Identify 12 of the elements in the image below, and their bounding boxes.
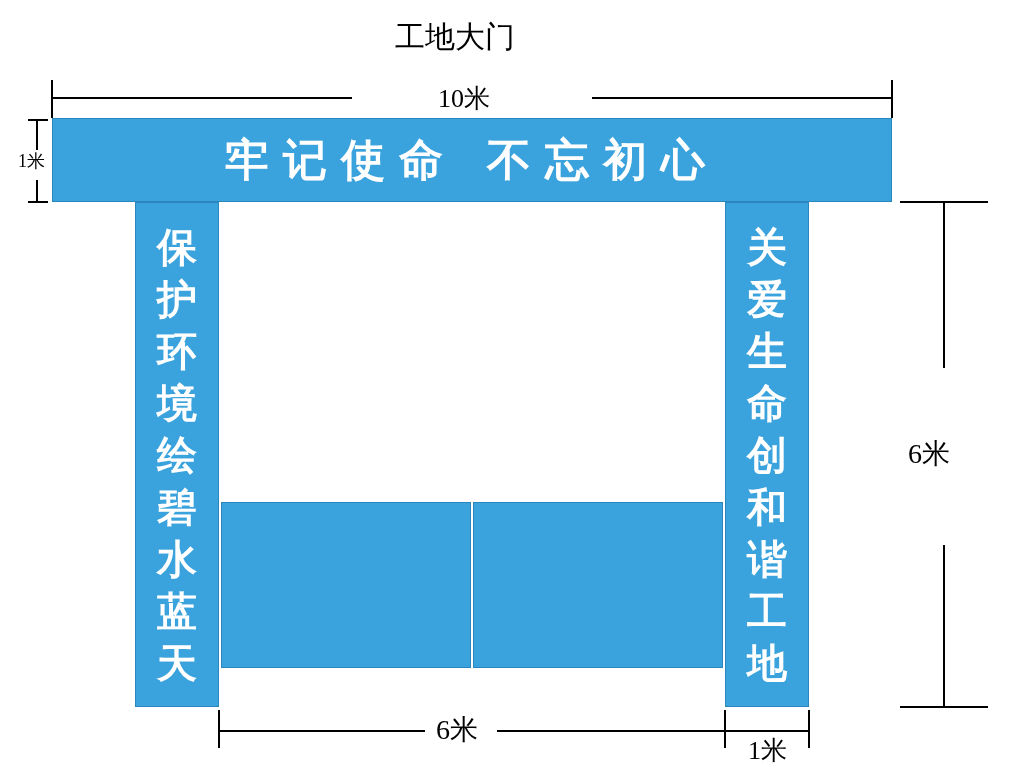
dimension-label: 1米 — [748, 738, 787, 764]
sign-panel — [725, 202, 809, 707]
diagram-title: 工地大门 — [395, 22, 515, 52]
slogan-text: 保护环境绘碧水蓝天 — [155, 222, 198, 688]
blank-panel — [221, 502, 471, 668]
blank-panel — [473, 502, 723, 668]
dimension-label: 6米 — [436, 716, 478, 744]
sign-panel — [52, 118, 892, 202]
slogan-text: 牢记使命 不忘初心 — [225, 135, 719, 185]
slogan-text: 关爱生命创和谐工地 — [745, 222, 788, 688]
sign-panel — [135, 202, 219, 707]
dimension-label: 6米 — [908, 440, 950, 468]
